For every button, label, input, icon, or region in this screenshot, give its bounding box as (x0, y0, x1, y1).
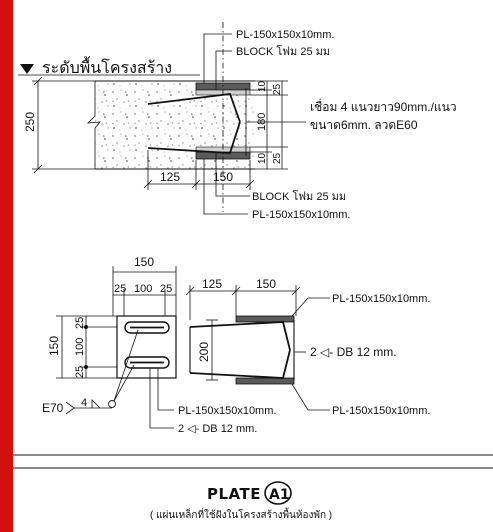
side-plate-bottom (235, 377, 295, 385)
title-block: PLATE A1 ( แผ่นเหล็กที่ใช้ฝังในโครงสร้าง… (13, 454, 493, 521)
section-dim-right-10-top: 10 (257, 80, 268, 92)
section-dim-right-180: 180 (256, 113, 268, 131)
side-bar-callout: 2 ◁- DB 12 mm. (310, 345, 397, 359)
level-label: ระดับพื้นโครงสร้าง (42, 56, 172, 77)
plan-bar-callout: 2 ◁- DB 12 mm. (178, 423, 257, 435)
section-view: ระดับพื้นโครงสร้าง PL-150x150x10mm. BLOC… (18, 22, 457, 221)
section-weld-note-line2: ขนาด6mm. ลวดE60 (310, 118, 418, 132)
side-view: 125 150 200 PL-150x150x10mm. 2 ◁- DB 12 … (185, 277, 430, 417)
side-dim-top-right: 150 (256, 277, 276, 291)
fillet-weld-icon (91, 399, 101, 409)
plan-dim-h-25-bottom: 25 (74, 366, 86, 378)
anchor-bar-lower (147, 121, 241, 154)
section-dim-height: 250 (23, 112, 37, 132)
side-plate-top (235, 315, 295, 323)
section-dim-right-10-bottom: 10 (257, 152, 268, 164)
section-dim-right-25-top: 25 (272, 83, 283, 95)
section-dim-bottom-left: 125 (160, 170, 180, 184)
title-text: PLATE (207, 485, 261, 503)
side-plate-bottom-callout: PL-150x150x10mm. (332, 405, 430, 417)
plan-weld-size: 4 (81, 397, 87, 409)
side-dim-top-left: 125 (202, 277, 222, 291)
section-plate-bottom-callout: PL-150x150x10mm. (252, 209, 350, 221)
side-dim-height: 200 (197, 342, 211, 362)
side-anchor-bar-upper (189, 321, 291, 351)
sheet-edge-bar (0, 0, 13, 532)
plan-dim-w-100: 100 (134, 283, 152, 295)
title-subtitle: ( แผ่นเหล็กที่ใช้ฝังในโครงสร้างพื้นห้องพ… (150, 507, 332, 521)
plan-dim-w-25-right: 25 (160, 283, 172, 295)
plan-dim-w-25-left: 25 (114, 283, 126, 295)
title-badge (264, 481, 292, 505)
anchor-bar-upper (147, 93, 241, 123)
side-anchor-bar-lower (189, 349, 291, 379)
plan-plate-callout: PL-150x150x10mm. (178, 405, 276, 417)
section-weld-note-line1: เชื่อม 4 แนวยาว90mm./แนว (310, 98, 457, 114)
plan-weld-code: E70 (42, 401, 64, 415)
plan-dim-width-total: 150 (134, 255, 154, 269)
plan-view: 150 25 100 25 150 25 100 25 E70 4 (42, 255, 276, 435)
section-block-bottom-callout: BLOCK โฟม 25 มม (252, 189, 346, 203)
section-dim-right-25-bottom: 25 (272, 152, 283, 164)
plan-dim-h-total: 150 (47, 336, 61, 356)
plan-dim-h-100: 100 (74, 338, 86, 356)
section-block-top-callout: BLOCK โฟม 25 มม (236, 44, 330, 58)
section-dim-bottom-right: 150 (213, 170, 233, 184)
title-badge-text: A1 (269, 487, 290, 503)
section-plate-top-callout: PL-150x150x10mm. (236, 29, 334, 41)
level-marker-icon (20, 64, 34, 74)
side-plate-top-callout: PL-150x150x10mm. (332, 293, 430, 305)
plan-dim-h-25-top: 25 (74, 317, 86, 329)
